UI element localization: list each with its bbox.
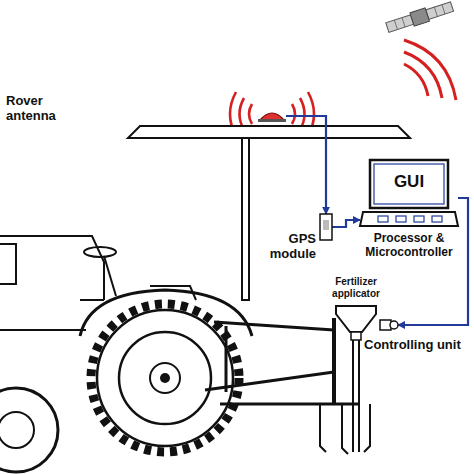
box-outline	[320, 214, 332, 240]
delivery-tube	[353, 340, 359, 452]
tool-bar	[220, 403, 360, 406]
laptop-key	[378, 216, 388, 222]
lower-link	[205, 372, 334, 390]
rear-rim	[119, 332, 211, 424]
steering-wheel	[84, 247, 116, 257]
rear-tyre	[97, 310, 233, 446]
steering-column	[104, 256, 116, 296]
gps-module-box: GPS module	[320, 214, 332, 240]
three-point-hitch	[205, 318, 360, 404]
panel-grid	[394, 5, 445, 30]
wave-arc	[404, 64, 428, 96]
part-label: Fertilizer applicator	[320, 276, 392, 299]
tool-frame	[332, 318, 336, 404]
satellite-body	[410, 8, 430, 26]
part-label: Controlling unit	[364, 338, 466, 353]
wave-arc	[292, 104, 295, 124]
hood	[0, 236, 104, 300]
part-label: Processor & Microcontroller	[360, 232, 458, 260]
part-label: GPS module	[254, 232, 316, 262]
module-box	[320, 214, 332, 240]
rear-tyre-tread	[91, 304, 239, 452]
solar-panel	[386, 15, 414, 33]
laptop-screen	[370, 160, 448, 208]
control-motor: Controlling unit	[380, 318, 398, 332]
body-line	[80, 299, 104, 301]
hopper-body	[336, 306, 376, 332]
grille	[0, 244, 16, 284]
motor-outline	[380, 318, 398, 332]
dome-outline	[258, 110, 286, 122]
fertilizer-hopper: Fertilizer applicator	[336, 306, 376, 340]
tine	[320, 404, 326, 452]
solar-panel	[426, 2, 454, 20]
front-rim	[0, 412, 34, 448]
antenna-dome	[260, 113, 284, 120]
axle	[160, 373, 170, 383]
laptop-base	[360, 212, 458, 226]
front-wheel	[0, 388, 58, 472]
signal-wire	[286, 116, 326, 214]
wave-arc	[249, 104, 252, 124]
applicator-tines	[320, 340, 370, 454]
wave-arc	[404, 40, 456, 100]
satellite	[385, 0, 454, 34]
chassis	[0, 329, 86, 331]
laptop-key	[432, 216, 442, 222]
antenna-base	[258, 119, 286, 122]
tine	[364, 404, 370, 452]
top-link	[214, 322, 334, 330]
antenna-dome: Rover antenna	[258, 110, 286, 122]
laptop-outline	[360, 158, 458, 228]
module-chip	[323, 220, 329, 230]
motor-pulley	[390, 321, 398, 329]
tine	[342, 404, 348, 454]
signal-waves	[404, 40, 456, 100]
canopy-pole	[242, 138, 249, 300]
signal-wire	[332, 220, 360, 227]
gui-laptop: GUIProcessor & Microcontroller	[360, 158, 458, 228]
part-label: GUI	[370, 172, 448, 192]
laptop-key	[396, 216, 406, 222]
hopper-outline	[336, 306, 376, 340]
hub	[150, 363, 180, 393]
laptop-key	[414, 216, 424, 222]
hopper-neck	[351, 332, 361, 340]
lift-rod	[225, 326, 228, 392]
canopy	[128, 126, 410, 138]
part-label: Rover antenna	[6, 94, 78, 124]
